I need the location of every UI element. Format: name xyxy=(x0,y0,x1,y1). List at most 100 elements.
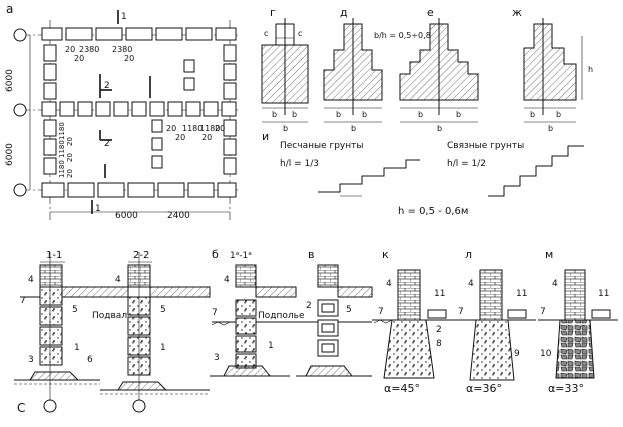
svg-text:11: 11 xyxy=(516,289,527,299)
dim-label: 2380 xyxy=(112,45,132,54)
fig-label-i: и xyxy=(262,130,269,143)
svg-text:b: b xyxy=(456,110,461,119)
svg-text:7: 7 xyxy=(540,307,546,317)
svg-text:5: 5 xyxy=(72,305,78,315)
shape-zh: h b b b xyxy=(523,18,593,133)
svg-text:b: b xyxy=(530,110,535,119)
section-mark: 2 xyxy=(104,81,110,91)
svg-text:3: 3 xyxy=(214,353,220,363)
shape-d: b/h = 0,5÷0,8 b b b xyxy=(323,18,431,133)
svg-text:4: 4 xyxy=(468,279,474,289)
svg-text:4: 4 xyxy=(28,275,34,285)
axis-marker xyxy=(13,183,27,197)
svg-text:9: 9 xyxy=(514,349,520,359)
axis-marker xyxy=(13,103,27,117)
dim-label: 20 xyxy=(124,54,134,63)
shape-g: c c b b b xyxy=(261,18,309,133)
fig-label-m: м xyxy=(545,248,553,261)
dim-label: 1180 xyxy=(200,124,220,133)
section-v: 2 5 xyxy=(296,264,373,377)
svg-text:c: c xyxy=(264,29,268,38)
fig-label-d: д xyxy=(340,6,348,19)
svg-text:b: b xyxy=(362,110,367,119)
dim-label: 20 xyxy=(74,54,84,63)
cohesive-ratio: h/l = 1/2 xyxy=(447,159,486,169)
dim-label: 20 xyxy=(166,124,176,133)
plan-top-blocks xyxy=(41,27,237,41)
section-b: 1ᵃ-1ᵃ 4 7 3 1 Подполье xyxy=(210,251,305,377)
svg-text:1: 1 xyxy=(74,343,80,353)
section-k: 4 7 11 8 2 α=45° xyxy=(372,269,460,395)
fig-label-v: в xyxy=(308,248,314,261)
section-title-1-1: 1-1 xyxy=(46,250,62,261)
step-height: h = 0,5 - 0,6м xyxy=(398,206,468,217)
fig-label-e: е xyxy=(427,6,434,19)
cohesive-soils-title: Связные грунты xyxy=(447,141,524,151)
svg-text:2: 2 xyxy=(306,301,312,311)
axis-marker xyxy=(13,28,27,42)
fig-label-g: г xyxy=(270,6,276,19)
dim-label: 6000 xyxy=(5,143,15,166)
dim-label: 20 xyxy=(175,133,185,142)
svg-text:4: 4 xyxy=(115,275,121,285)
dim-label: 20 xyxy=(66,137,74,146)
dim-label: 1180 xyxy=(58,140,66,158)
dim-label: 1180 xyxy=(58,122,66,140)
plan-view: 20 2380 2380 20 20 20 1180 1180 20 20 20… xyxy=(5,10,240,221)
svg-text:7: 7 xyxy=(212,308,218,318)
fig-label-a: а xyxy=(6,2,13,16)
section-mark: 1 xyxy=(95,204,101,214)
dim-label: 6000 xyxy=(5,69,15,92)
section-cut-markers xyxy=(91,10,151,214)
svg-text:b: b xyxy=(556,110,561,119)
dim-label: 20 xyxy=(65,45,75,54)
fig-label-b: б xyxy=(212,248,219,261)
sandy-ratio: h/l = 1/3 xyxy=(280,159,319,169)
svg-text:h: h xyxy=(588,65,593,74)
svg-text:b: b xyxy=(292,110,297,119)
fig-label-zh: ж xyxy=(512,6,522,19)
section-title-2-2: 2-2 xyxy=(133,250,149,261)
section-1-1-2-2: 1-1 2-2 C Подвал 4 5 7 3 xyxy=(14,250,211,415)
svg-text:b: b xyxy=(548,124,553,133)
svg-text:b: b xyxy=(336,110,341,119)
dim-label: 20 xyxy=(66,169,74,178)
svg-text:4: 4 xyxy=(386,279,392,289)
dim-label: 2380 xyxy=(79,45,99,54)
angle-l: α=36° xyxy=(466,382,502,395)
dim-label: 1180 xyxy=(58,160,66,178)
fig-label-l: л xyxy=(465,248,472,261)
svg-text:6: 6 xyxy=(87,355,93,365)
plan-right-blocks xyxy=(223,44,237,175)
dim-label: 20 xyxy=(66,153,74,162)
svg-text:8: 8 xyxy=(436,339,442,349)
svg-text:7: 7 xyxy=(458,307,464,317)
crawlspace-label: Подполье xyxy=(258,311,305,321)
svg-text:7: 7 xyxy=(20,296,26,306)
dim-label: 6000 xyxy=(115,211,138,221)
svg-text:b: b xyxy=(283,124,288,133)
shape-e: b b b xyxy=(399,18,479,133)
svg-text:10: 10 xyxy=(540,349,552,359)
svg-text:1: 1 xyxy=(160,343,166,353)
plan-left-blocks xyxy=(43,44,57,175)
svg-text:5: 5 xyxy=(346,305,352,315)
plan-inner-blocks xyxy=(151,59,195,169)
angle-k: α=45° xyxy=(384,382,420,395)
svg-text:1ᵃ-1ᵃ: 1ᵃ-1ᵃ xyxy=(230,251,252,261)
svg-text:4: 4 xyxy=(224,275,230,285)
svg-text:4: 4 xyxy=(552,279,558,289)
dim-label: 2400 xyxy=(167,211,190,221)
svg-text:b: b xyxy=(272,110,277,119)
svg-text:11: 11 xyxy=(434,289,445,299)
svg-text:5: 5 xyxy=(160,305,166,315)
svg-text:11: 11 xyxy=(598,289,609,299)
svg-text:c: c xyxy=(298,29,302,38)
svg-text:b: b xyxy=(418,110,423,119)
sandy-soils-title: Песчаные грунты xyxy=(280,141,363,151)
section-l: 4 7 11 9 α=36° xyxy=(456,269,536,395)
svg-text:1: 1 xyxy=(268,341,274,351)
dim-label: 20 xyxy=(202,133,212,142)
